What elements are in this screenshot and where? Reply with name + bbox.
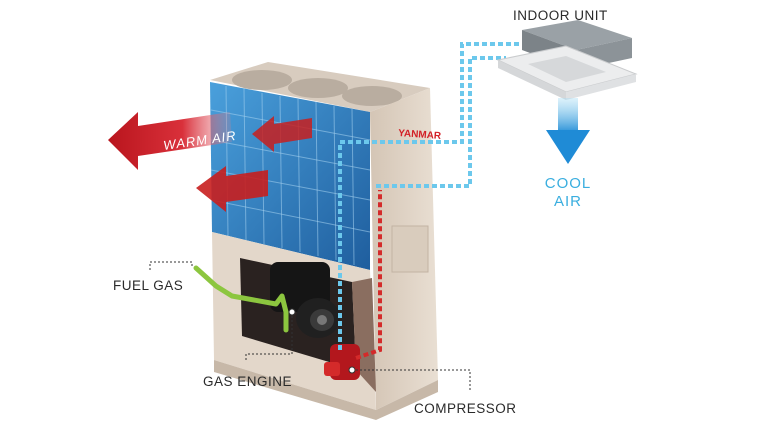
gas-engine-dot: [288, 308, 296, 316]
cool-air-label: COOL AIR: [540, 175, 596, 211]
leader-lines: [149, 261, 471, 390]
cool-air-line-2: AIR: [553, 193, 582, 210]
fuel-gas-leader: [149, 261, 193, 270]
side-grille: [391, 225, 429, 273]
compressor-dot: [348, 366, 356, 374]
fuel-gas-label: FUEL GAS: [113, 278, 184, 293]
fuel-gas-pipe: [193, 265, 289, 333]
fan-3: [342, 86, 402, 106]
fan-2: [288, 78, 348, 98]
indoor-unit-label: INDOOR UNIT: [513, 8, 608, 23]
compressor-label: COMPRESSOR: [414, 401, 517, 416]
gas-engine-label: GAS ENGINE: [203, 374, 293, 389]
indoor-unit: [496, 20, 638, 100]
brand-logo: YANMAR: [398, 128, 442, 142]
warm-air-arrow-bottom: [196, 166, 268, 212]
fan-1: [232, 70, 292, 90]
cool-air-arrow: [546, 98, 590, 164]
warm-air-arrow-top: [108, 112, 232, 170]
compressor-leader: [352, 369, 471, 390]
coil-panel: [210, 82, 370, 270]
cool-pipe-inner: [376, 56, 506, 188]
gas-engine-leader: [245, 312, 293, 360]
cool-air-line-1: COOL: [544, 175, 592, 192]
cool-pipe-outer: [338, 42, 522, 350]
hot-pipe: [355, 190, 382, 360]
warm-air-arrow-small: [252, 116, 312, 152]
